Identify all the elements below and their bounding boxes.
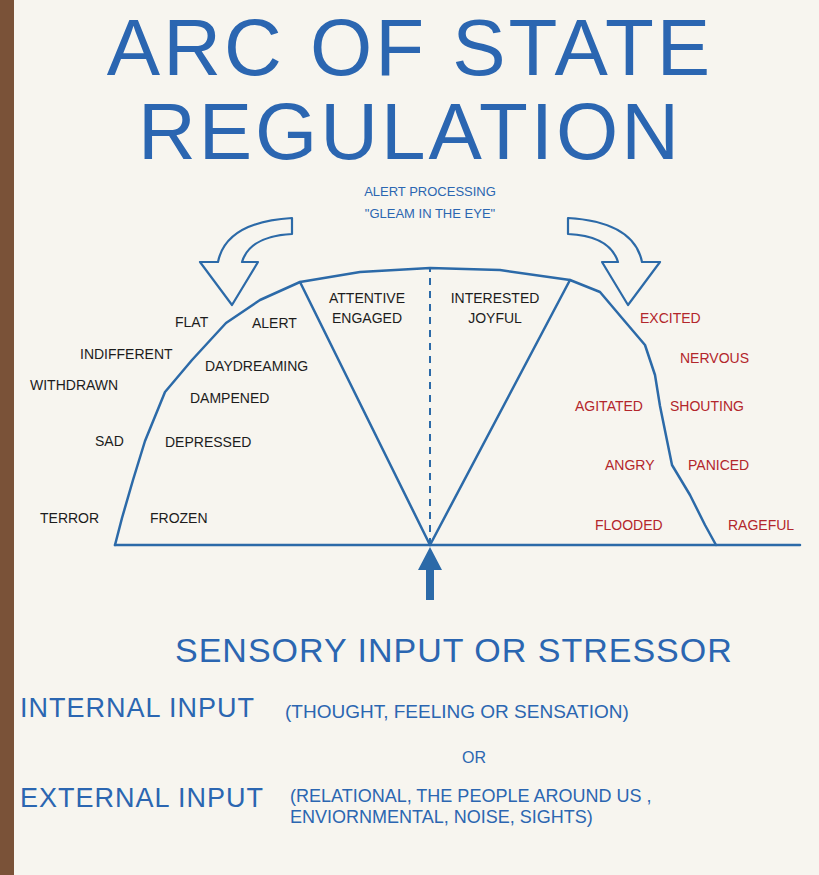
- state-word: DEPRESSED: [165, 434, 251, 451]
- poster-title: ARC OF STATE REGULATION: [20, 6, 800, 174]
- state-word: PANICED: [688, 457, 749, 474]
- arc-baseline: [115, 544, 800, 547]
- input-detail: (RELATIONAL, THE PEOPLE AROUND US , ENVI…: [290, 786, 760, 828]
- state-word: RAGEFUL: [728, 517, 794, 534]
- state-word: AGITATED: [575, 398, 643, 415]
- state-word: ANGRY: [605, 457, 655, 474]
- state-word: WITHDRAWN: [30, 377, 118, 394]
- state-word: SHOUTING: [670, 398, 744, 415]
- state-word: NERVOUS: [680, 350, 749, 367]
- input-type: INTERNAL INPUT: [20, 692, 255, 724]
- center-dashed-line: [429, 268, 431, 545]
- state-word: SAD: [95, 433, 124, 450]
- low-arousal-sector: ALERT DAYDREAMING DAMPENED DEPRESSED FROZEN: [115, 268, 430, 545]
- input-type: EXTERNAL INPUT: [20, 782, 264, 814]
- input-detail: (THOUGHT, FEELING OR SENSATION): [285, 700, 629, 723]
- sector-divider: [300, 282, 430, 545]
- header-note: "GLEAM IN THE EYE": [280, 206, 580, 222]
- curved-arrow: [568, 218, 660, 305]
- state-word: EXCITED: [640, 310, 701, 327]
- input-arrow: [418, 547, 442, 600]
- connector-word: OR: [462, 748, 486, 768]
- arc-outline: [115, 268, 716, 545]
- state-word: DAYDREAMING: [205, 358, 308, 375]
- state-word: FLOODED: [595, 517, 663, 534]
- state-word: ALERT: [252, 315, 297, 332]
- sector-divider: [430, 280, 570, 545]
- state-word: FLAT: [175, 314, 208, 331]
- header-note: ALERT PROCESSING: [280, 184, 580, 200]
- state-word: DAMPENED: [190, 390, 269, 407]
- state-word: INDIFFERENT: [80, 346, 173, 363]
- curved-arrow: [200, 218, 292, 305]
- state-word: FROZEN: [150, 510, 208, 527]
- state-word: TERROR: [40, 510, 99, 527]
- state-word: INTERESTED JOYFUL: [440, 288, 550, 328]
- input-heading: SENSORY INPUT OR STRESSOR: [175, 630, 733, 670]
- state-word: ATTENTIVE ENGAGED: [312, 288, 422, 328]
- regulated-sector: ATTENTIVE ENGAGED INTERESTED JOYFUL: [300, 268, 570, 545]
